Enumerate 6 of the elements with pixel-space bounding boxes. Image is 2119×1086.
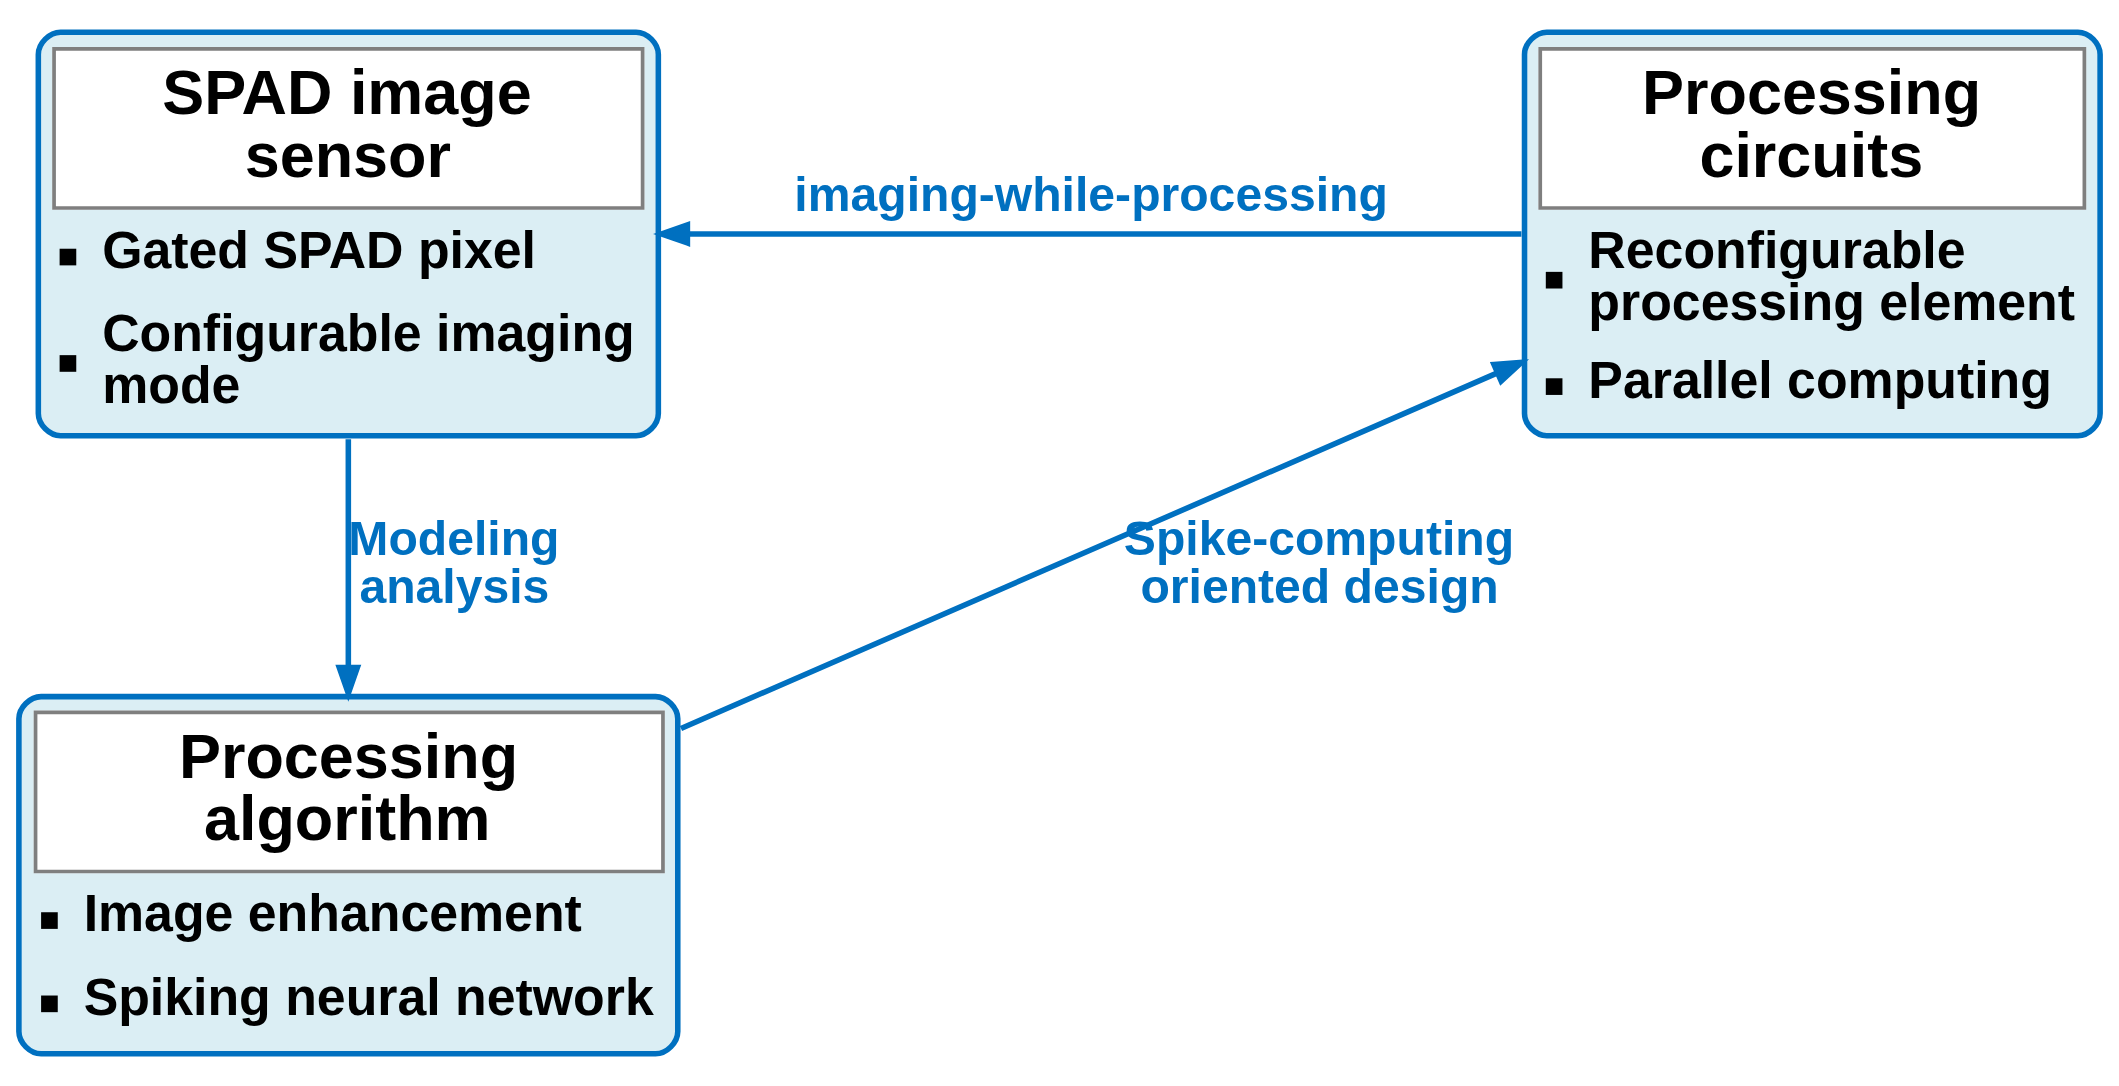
edge-label: Modeling analysis	[348, 510, 560, 613]
edge-label: Spike-computing oriented design	[1123, 510, 1515, 613]
arrow	[679, 359, 1530, 732]
arrow	[653, 220, 1522, 247]
arrow	[335, 439, 362, 702]
edge-label: imaging-while-processing	[794, 167, 1388, 222]
